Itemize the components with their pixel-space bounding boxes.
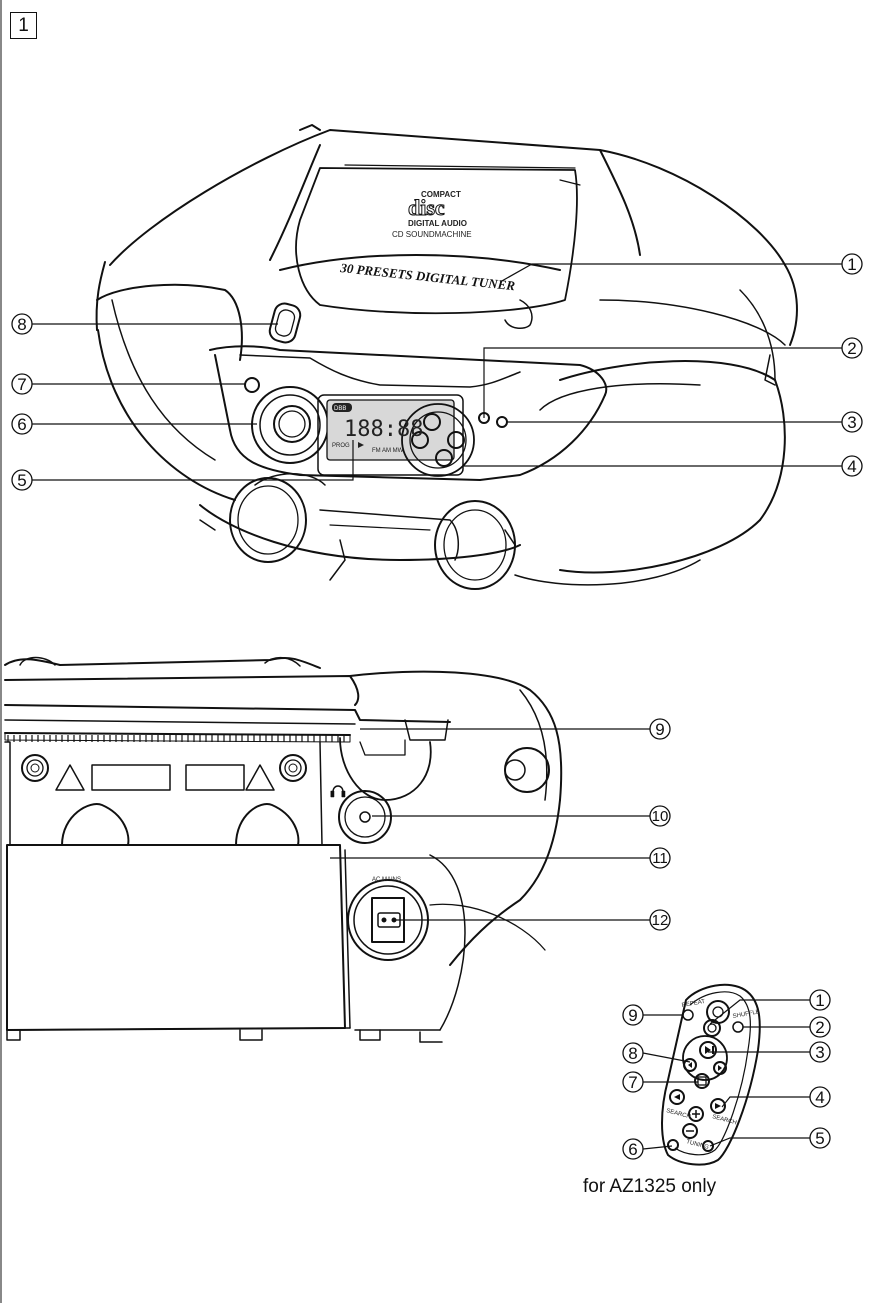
callout-8: 8 [11, 313, 33, 335]
search-forward-icon [715, 1103, 721, 1109]
lid-logo-line1: COMPACT [421, 190, 461, 199]
callout-9: 9 [649, 718, 671, 740]
svg-text:9: 9 [628, 1006, 637, 1025]
remote-callout-6: 6 [622, 1138, 644, 1160]
stop-icon [697, 1076, 707, 1086]
callout-4: 4 [841, 455, 863, 477]
svg-text:5: 5 [17, 471, 26, 490]
search-back-icon [674, 1094, 680, 1100]
grille-hatch [7, 735, 345, 742]
lid-logo-line3: CD SOUNDMACHINE [392, 230, 472, 239]
svg-text:2: 2 [815, 1018, 824, 1037]
svg-text:1: 1 [815, 991, 824, 1010]
remote-callout-9: 9 [622, 1004, 644, 1026]
svg-text:8: 8 [17, 315, 26, 334]
svg-text:6: 6 [17, 415, 26, 434]
callout-7: 7 [11, 373, 33, 395]
figure-label: 1 [10, 12, 37, 39]
ac-mains-label: AC MAINS [372, 877, 401, 883]
remote-caption: for AZ1325 only [583, 1176, 717, 1197]
remote-callout-1: 1 [809, 989, 831, 1011]
lid-tuner-text: 30 PRESETS DIGITAL TUNER [339, 260, 516, 293]
svg-text:10: 10 [652, 808, 669, 825]
back-callout-lines [330, 728, 650, 921]
remote-glyphs [674, 1046, 722, 1132]
remote-callout-4: 4 [809, 1086, 831, 1108]
dbb-badge: DBB [334, 406, 346, 412]
svg-text:4: 4 [815, 1088, 824, 1107]
svg-text:7: 7 [17, 375, 26, 394]
svg-text:2: 2 [847, 339, 856, 358]
search-left-label: SEARCH [665, 1108, 691, 1120]
svg-text:7: 7 [628, 1073, 637, 1092]
svg-text:3: 3 [815, 1043, 824, 1062]
callout-5: 5 [11, 469, 33, 491]
shuffle-label: SHUFFLE [732, 1009, 760, 1020]
boombox-front-view [95, 124, 798, 590]
prev-icon [688, 1062, 692, 1068]
play-indicator-icon [358, 442, 364, 448]
remote-callouts: 1 2 3 4 5 6 7 [622, 989, 831, 1160]
remote-callout-lines [642, 999, 810, 1150]
pause-bar-icon [712, 1046, 714, 1054]
disc-logo-icon: disc [408, 195, 445, 220]
remote-callout-2: 2 [809, 1016, 831, 1038]
headphone-icon [332, 785, 344, 793]
callout-3: 3 [841, 411, 863, 433]
svg-text:6: 6 [628, 1140, 637, 1159]
top-callouts: 1 2 3 4 5 6 7 [11, 253, 863, 491]
tuning-label: TUNING [685, 1139, 709, 1151]
search-right-label: SEARCH [711, 1114, 737, 1126]
svg-text:12: 12 [652, 912, 669, 929]
next-icon [718, 1065, 722, 1071]
lcd-prog: PROG [332, 443, 350, 449]
play-pause-icon [705, 1046, 711, 1054]
svg-text:1: 1 [847, 255, 856, 274]
boombox-back-view [4, 656, 563, 1043]
remote-callout-3: 3 [809, 1041, 831, 1063]
repeat-label: REPEAT [681, 999, 706, 1009]
callout-10: 10 [649, 805, 671, 827]
top-callout-lines [30, 263, 842, 481]
callout-1: 1 [841, 253, 863, 275]
svg-text:9: 9 [655, 720, 664, 739]
plus-icon [692, 1110, 700, 1118]
lcd-display: DBB 188:88 PROG FM AM MW [332, 403, 423, 454]
svg-text:11: 11 [652, 850, 668, 867]
callout-6: 6 [11, 413, 33, 435]
remote-callout-7: 7 [622, 1071, 644, 1093]
back-callouts: 9 10 11 12 [649, 718, 671, 931]
svg-text:3: 3 [847, 413, 856, 432]
svg-text:5: 5 [815, 1129, 824, 1148]
lid-branding: COMPACT disc DIGITAL AUDIO CD SOUNDMACHI… [339, 190, 516, 293]
callout-2: 2 [841, 337, 863, 359]
remote-callout-8: 8 [622, 1042, 644, 1064]
lcd-digits: 188:88 [344, 417, 423, 442]
svg-text:8: 8 [628, 1044, 637, 1063]
remote-callout-5: 5 [809, 1127, 831, 1149]
lcd-bands: FM AM MW [372, 448, 404, 454]
callout-12: 12 [649, 909, 671, 931]
callout-11: 11 [649, 847, 671, 869]
svg-text:4: 4 [847, 457, 856, 476]
lid-logo-line2: DIGITAL AUDIO [408, 219, 467, 228]
dbb-badge-bg [332, 403, 352, 412]
